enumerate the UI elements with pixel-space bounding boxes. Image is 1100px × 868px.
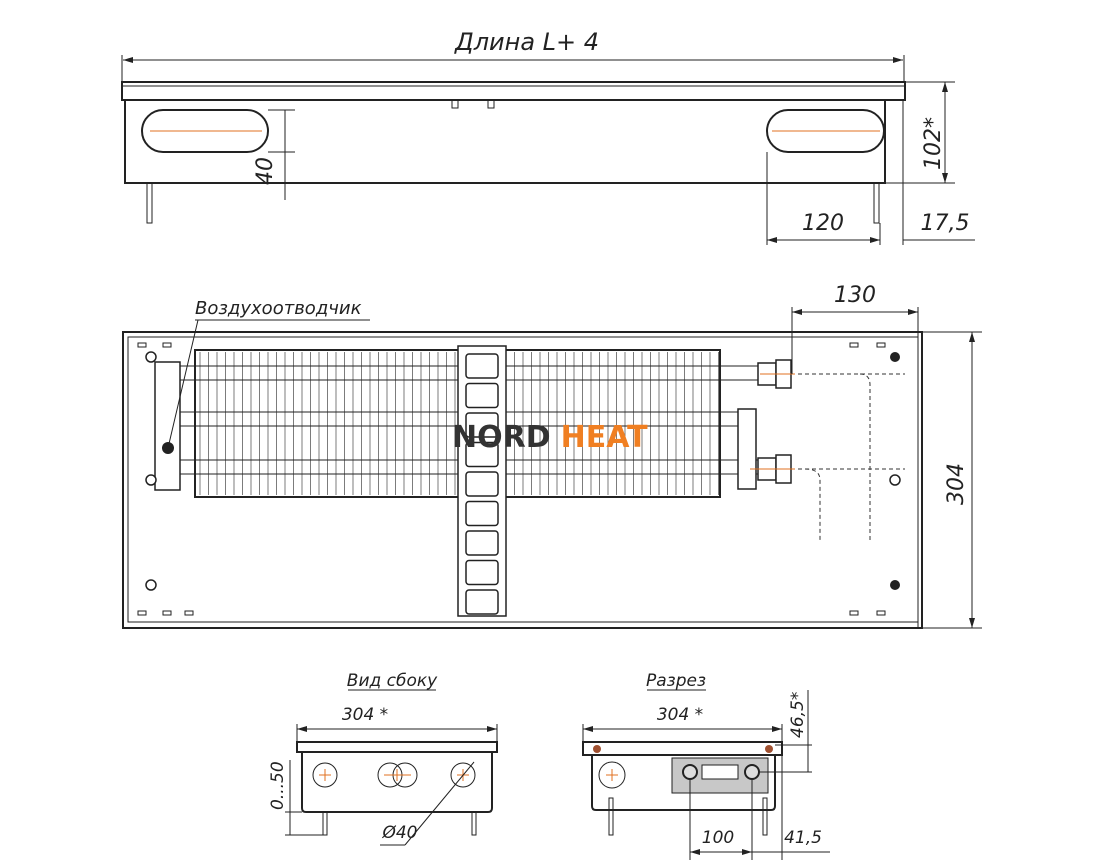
side-view-title: Вид сбоку [347, 671, 438, 691]
heat-exchanger-fins [199, 352, 719, 495]
clips [137, 342, 886, 616]
body [124, 99, 886, 184]
length-label: Длина L+ 4 [454, 28, 599, 56]
section-view: Разрез 304 * 46,5* 100 41,5 [582, 671, 830, 860]
support-window [465, 412, 499, 438]
connection-spacing-label: 100 [702, 828, 734, 848]
left-slot [141, 109, 269, 153]
trough-outline [122, 331, 923, 629]
plan-view: NORD HEAT Воздухоотводчик 130 304 [122, 283, 982, 629]
connection-paths [791, 373, 905, 540]
support-window [465, 471, 499, 497]
left-collector [154, 361, 181, 491]
slot-offset-label: 120 [802, 211, 844, 236]
logo-nord: NORD [452, 420, 551, 455]
section-edge-label: 41,5 [784, 828, 822, 848]
logo-heat: HEAT [561, 420, 648, 455]
right-collector [737, 408, 757, 490]
air-vent-label: Воздухоотводчик [195, 298, 362, 319]
section-height-label: 46,5* [788, 692, 808, 738]
hole-diameter-label: Ø40 [381, 823, 417, 843]
support-window [465, 559, 499, 586]
slot-height-label: 40 [253, 157, 278, 185]
support-window [465, 382, 499, 409]
section-view-title: Разрез [646, 671, 706, 691]
depth-label: 304 [944, 463, 969, 505]
section-width-label: 304 * [657, 705, 703, 725]
height-range-label: 0...50 [268, 761, 288, 810]
height-label: 102* [921, 117, 946, 170]
support-window [465, 500, 499, 527]
side-view: Вид сбоку 304 * 0...50 Ø40 [268, 671, 498, 846]
support-window [465, 353, 499, 379]
pipe-offset-label: 130 [834, 283, 876, 308]
support-window [465, 530, 499, 556]
support-window [465, 441, 499, 468]
logo: NORD HEAT [452, 420, 648, 455]
grille [121, 81, 906, 101]
top-view: Длина L+ 4 40 102* 120 17,5 [121, 28, 975, 245]
support-window [465, 589, 499, 615]
right-slot [766, 109, 885, 153]
edge-label: 17,5 [921, 211, 970, 236]
side-width-label: 304 * [342, 705, 388, 725]
leg [146, 182, 153, 224]
leg [873, 182, 880, 224]
